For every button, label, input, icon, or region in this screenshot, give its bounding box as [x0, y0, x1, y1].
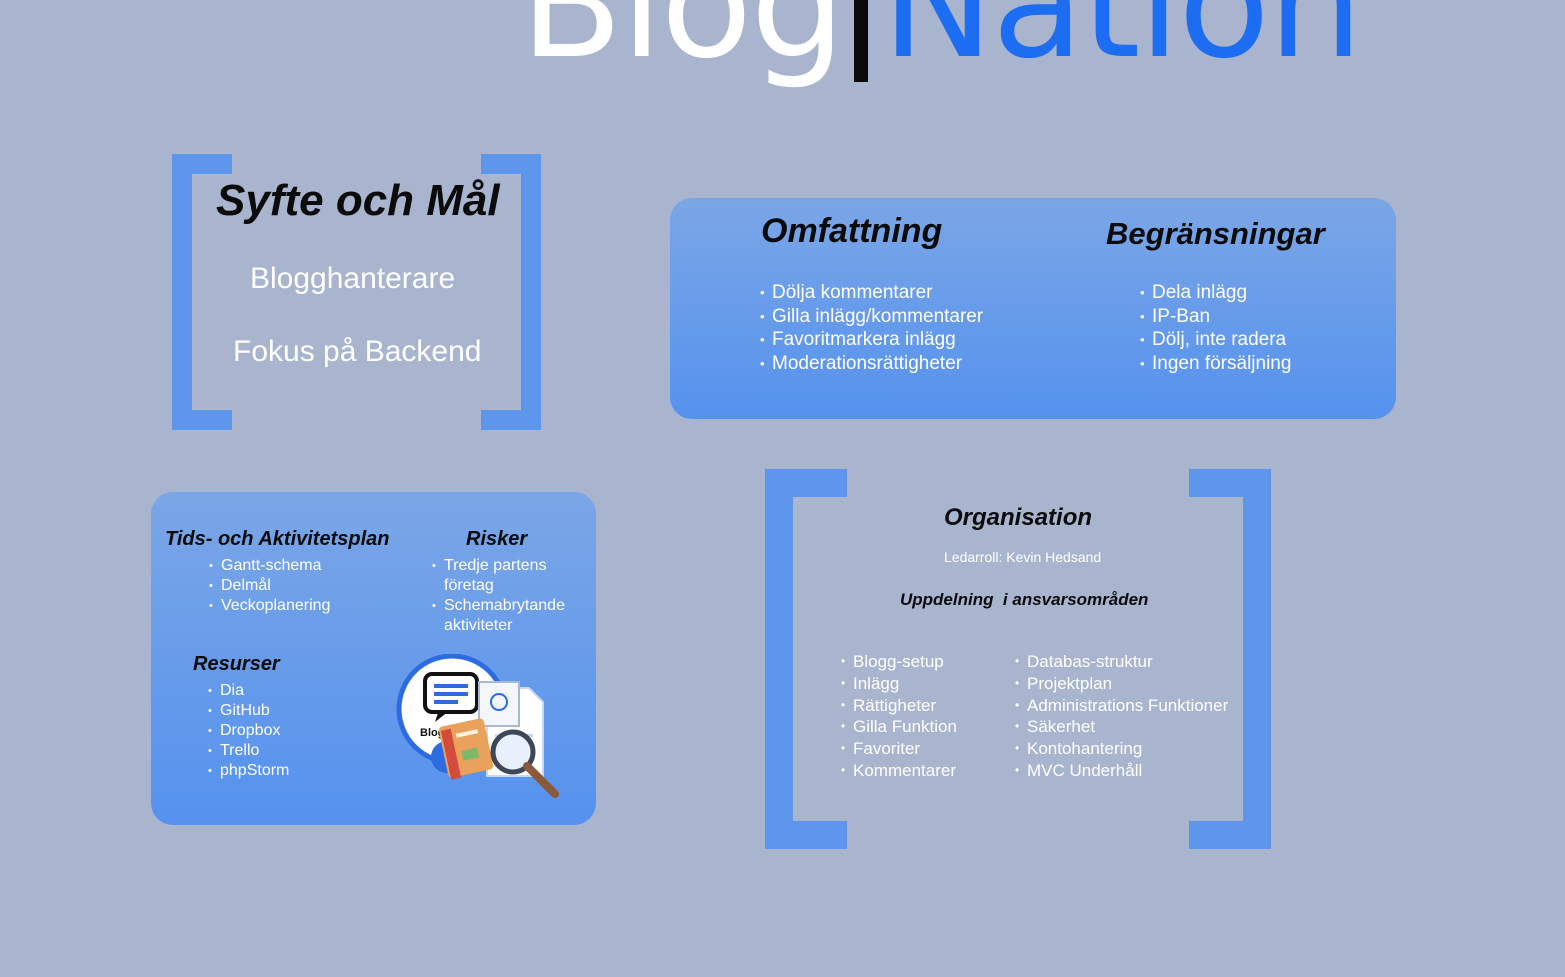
list-item: Favoriter [841, 738, 957, 760]
list-item: Administrations Funktioner [1015, 695, 1228, 717]
list-item: Dölj, inte radera [1140, 328, 1291, 352]
begransningar-list: Dela inlägg IP-Ban Dölj, inte radera Ing… [1140, 281, 1291, 376]
list-item: Favoritmarkera inlägg [760, 328, 983, 352]
list-item: Trello [208, 741, 289, 761]
risker-heading: Risker [466, 528, 528, 550]
list-item: IP-Ban [1140, 305, 1291, 329]
list-item: Inlägg [841, 673, 957, 695]
list-item: MVC Underhåll [1015, 760, 1228, 782]
plan-panel: Tids- och Aktivitetsplan Gantt-schema De… [151, 492, 596, 825]
organisation-heading: Organisation [944, 504, 1093, 531]
list-item: Rättigheter [841, 695, 957, 717]
title-part-nation: Nation [881, 0, 1363, 92]
list-item: Ingen försäljning [1140, 352, 1291, 376]
tids-heading: Tids- och Aktivitetsplan [165, 528, 390, 550]
scope-panel: Omfattning Dölja kommentarer Gilla inläg… [670, 198, 1396, 419]
list-item: Moderationsrättigheter [760, 352, 983, 376]
list-item: Databas-struktur [1015, 651, 1228, 673]
list-item: Kommentarer [841, 760, 957, 782]
syfte-line-2: Fokus på Backend [233, 335, 482, 368]
bracket-left-bottom [765, 821, 847, 849]
list-item: Gilla inlägg/kommentarer [760, 305, 983, 329]
list-item: Dela inlägg [1140, 281, 1291, 305]
list-item: Säkerhet [1015, 716, 1228, 738]
list-item: Gantt-schema [209, 556, 330, 576]
list-item: Kontohantering [1015, 738, 1228, 760]
list-item: GitHub [208, 701, 289, 721]
list-item: phpStorm [208, 761, 289, 781]
bracket-right-bar [521, 154, 541, 430]
bracket-right-bar [1243, 469, 1271, 849]
list-item: Blogg-setup [841, 651, 957, 673]
bracket-right-bottom [481, 410, 541, 430]
omfattning-list: Dölja kommentarer Gilla inlägg/kommentar… [760, 281, 983, 376]
tids-list: Gantt-schema Delmål Veckoplanering [209, 556, 330, 616]
resurser-heading: Resurser [193, 653, 280, 675]
list-item: Veckoplanering [209, 596, 330, 616]
bracket-left-bar [765, 469, 793, 849]
bracket-right-bottom [1189, 821, 1271, 849]
bracket-left-bar [172, 154, 192, 430]
title-separator [853, 0, 868, 82]
list-item: Delmål [209, 576, 330, 596]
leader-role: Ledarroll: Kevin Hedsand [944, 549, 1102, 565]
organisation-left-list: Blogg-setup Inlägg Rättigheter Gilla Fun… [841, 651, 957, 782]
blog-illustration-icon: BlogN [396, 654, 559, 798]
syfte-heading: Syfte och Mål [216, 176, 500, 225]
bracket-left-bottom [172, 410, 232, 430]
organisation-subheading: Uppdelning i ansvarsområden [900, 590, 1149, 609]
organisation-right-list: Databas-struktur Projektplan Administrat… [1015, 651, 1228, 782]
begransningar-heading: Begränsningar [1106, 216, 1325, 251]
list-item: Gilla Funktion [841, 716, 957, 738]
title-part-blog: Blog [520, 0, 846, 92]
list-item: Dropbox [208, 721, 289, 741]
resurser-list: Dia GitHub Dropbox Trello phpStorm [208, 681, 289, 781]
list-item: Dia [208, 681, 289, 701]
syfte-line-1: Blogghanterare [250, 262, 456, 295]
list-item: Dölja kommentarer [760, 281, 983, 305]
list-item: Projektplan [1015, 673, 1228, 695]
omfattning-heading: Omfattning [761, 212, 943, 250]
